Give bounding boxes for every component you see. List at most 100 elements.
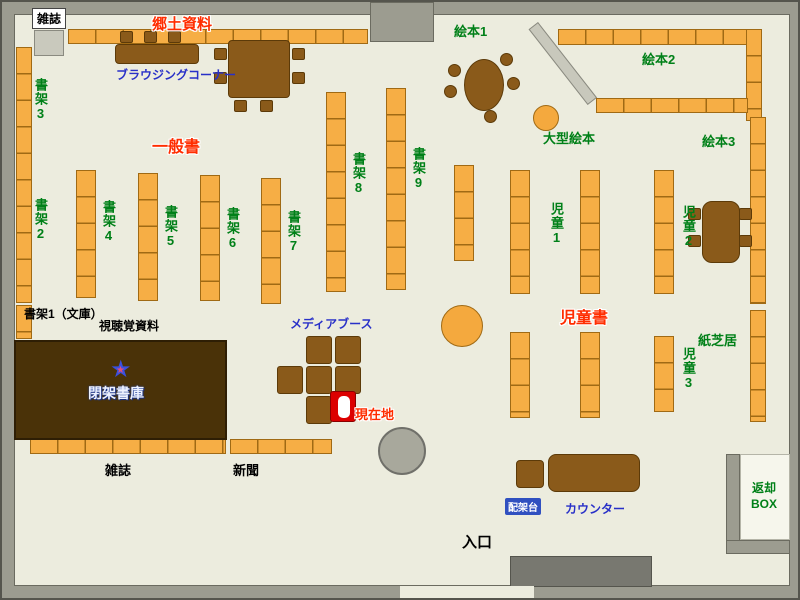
shelf-children-c [654,170,674,294]
picture-books-2-label: 絵本2 [642,52,676,67]
chair [484,110,497,123]
shelf-children-b [580,170,600,294]
chair [120,31,133,43]
media-booth-seat [306,366,332,394]
shelf-8-label: 書架8 [351,152,366,196]
chair [292,72,305,84]
shelf-1-bunko-label: 書架1（文庫） [24,307,103,321]
counter-desk [548,454,640,492]
shelf-right-wall-mid [750,117,766,304]
current-location-label: 現在地 [355,407,395,422]
shelf-2-label: 書架2 [33,198,48,242]
closed-stacks-room [14,340,227,440]
shelf-9-unit [386,88,406,290]
shelf-children-e [580,332,600,418]
kamishibai-label: 紙芝居 [698,333,738,348]
chair [739,235,752,247]
shelf-children-d [510,332,530,418]
shelf-left-wall [16,47,32,303]
shelf-right-wall-top [746,29,762,121]
chair [214,48,227,60]
shelf-newspaper [230,439,332,454]
shelf-5-label: 書架5 [163,205,178,249]
chair [168,31,181,43]
shelf-8-unit [326,92,346,292]
chair [688,235,701,247]
general-books-label: 一般書 [152,139,201,156]
chair [444,85,457,98]
large-picture-books-label: 大型絵本 [543,131,596,146]
return-box-area [740,454,790,540]
return-box-label: 返却BOX [750,481,777,511]
star-center-icon: ★ [116,365,125,376]
shelf-6-label: 書架6 [225,207,240,251]
picture-books-1-label: 絵本1 [454,24,488,39]
shelf-picture-books-3 [596,98,748,113]
chair [448,64,461,77]
magazine-rack-top [34,30,64,56]
chair [260,100,273,112]
media-booth-seat [277,366,303,394]
shelf-1-bunko-unit [16,305,32,339]
shelf-9-label: 書架9 [411,147,426,191]
local-materials-label: 郷土資料 [152,16,213,33]
shelf-5-unit [138,173,158,301]
chair [144,31,157,43]
picture-book-round-table [464,59,504,111]
chair [214,72,227,84]
media-booth-seat [306,396,332,424]
chair [234,100,247,112]
entrance-vestibule-wall [510,556,652,587]
book-cart-table [516,460,544,488]
children-books-label: 児童書 [560,310,609,327]
shelf-children-a [510,170,530,294]
children-1-label: 児童1 [549,202,564,246]
chair [292,48,305,60]
book-cart-table-label: 配架台 [505,498,541,515]
magazines-bottom-label: 雑誌 [105,463,132,478]
shelf-7-unit [261,178,281,304]
return-box-wall-horizontal [726,540,790,554]
media-booth-label: メディアブース [290,317,373,331]
children-3-label: 児童3 [681,347,696,391]
media-booth-seat [335,336,361,364]
shelf-3-label: 書架3 [33,78,48,122]
large-picture-book-stand [533,105,559,131]
return-box-wall-vertical [726,454,740,550]
children-table [702,201,740,263]
shelf-magazines-bottom [30,439,226,454]
shelf-4-label: 書架4 [101,200,116,244]
chair [500,53,513,66]
shelf-picture-books-top [558,29,748,45]
browsing-table-2 [228,40,290,98]
current-location-marker [330,391,356,422]
media-booth-seat [335,366,361,394]
chair [688,208,701,220]
children-round-table [441,305,483,347]
top-pillar-wall [370,2,434,42]
pillar [378,427,426,475]
shelf-center-small [454,165,474,261]
shelf-local-materials [68,29,368,44]
shelf-6-unit [200,175,220,301]
browsing-corner-label: ブラウジングコーナー [116,68,237,82]
closed-stacks-label: 閉架書庫 [88,385,144,401]
entrance-opening [400,586,534,598]
shelf-7-label: 書架7 [286,210,301,254]
magazines-top-label: 雑誌 [32,8,67,29]
chair [739,208,752,220]
shelf-4-unit [76,170,96,298]
newspaper-label: 新聞 [233,463,260,478]
media-booth-seat [306,336,332,364]
shelf-children-f [654,336,674,412]
star-icon: ★★ [110,356,132,383]
browsing-table-1 [115,44,199,64]
current-location-marker-inner [338,396,350,418]
counter-label: カウンター [565,502,626,516]
chair [507,77,520,90]
picture-books-3-label: 絵本3 [702,134,736,149]
children-2-label: 児童2 [681,205,696,249]
entrance-label: 入口 [462,534,493,551]
audio-visual-label: 視聴覚資料 [99,319,160,333]
